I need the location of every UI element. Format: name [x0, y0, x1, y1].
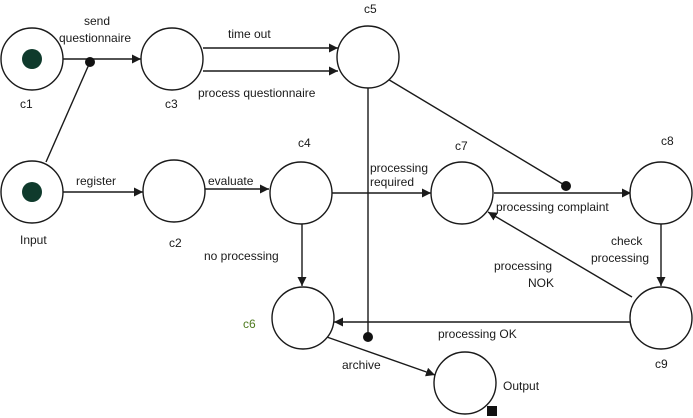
junction-dot-send-questionnaire — [85, 57, 95, 67]
transition-label-archive: archive — [342, 358, 381, 372]
edge-c9-c7 — [487, 211, 633, 298]
transition-label-check-processing-line1: check — [611, 234, 643, 248]
edge-input-send-questionnaire — [45, 61, 91, 163]
transition-label-processing-nok-line1: processing — [494, 259, 552, 273]
edge-c6-output — [323, 335, 436, 377]
place-c8[interactable] — [629, 161, 693, 225]
place-label-c2: c2 — [169, 236, 182, 250]
place-label-c9: c9 — [655, 357, 668, 371]
token-input — [22, 182, 42, 202]
output-end-marker — [487, 406, 497, 416]
place-output[interactable] — [433, 351, 497, 416]
transition-label-processing-required-line2: required — [370, 175, 414, 189]
place-c1[interactable] — [0, 27, 64, 91]
place-c4[interactable] — [269, 161, 333, 225]
place-label-c7: c7 — [455, 139, 468, 153]
place-label-input: Input — [20, 233, 47, 247]
transition-label-processing-complaint: processing complaint — [496, 200, 609, 214]
place-c7[interactable] — [430, 161, 494, 225]
edge-c5-processing-complaint — [385, 77, 567, 187]
transition-label-send-line2: questionnaire — [59, 31, 131, 45]
junction-dot-archive — [363, 332, 373, 342]
place-labels: c1 Input c3 c2 c5 c4 c6 c7 c8 c9 Output — [20, 2, 674, 393]
place-c9[interactable] — [629, 286, 693, 350]
place-label-c6: c6 — [243, 317, 256, 331]
place-c2[interactable] — [142, 159, 206, 223]
junction-dot-processing-complaint — [561, 181, 571, 191]
place-label-output: Output — [503, 379, 540, 393]
transition-labels: send questionnaire register time out pro… — [59, 14, 649, 372]
transition-label-processing-ok: processing OK — [438, 327, 517, 341]
transition-label-send-line1: send — [84, 14, 110, 28]
transition-label-register: register — [76, 174, 116, 188]
token-c1 — [22, 49, 42, 69]
place-label-c8: c8 — [661, 134, 674, 148]
place-c3[interactable] — [140, 27, 204, 91]
junction-dots — [85, 57, 571, 342]
place-label-c3: c3 — [165, 97, 178, 111]
place-c6[interactable] — [271, 286, 335, 350]
place-c5[interactable] — [336, 25, 400, 89]
transition-label-processing-nok-line2: NOK — [528, 276, 554, 290]
transition-label-time-out: time out — [228, 27, 271, 41]
transition-label-evaluate: evaluate — [208, 174, 254, 188]
transition-label-check-processing-line2: processing — [591, 251, 649, 265]
place-label-c1: c1 — [20, 97, 33, 111]
place-input[interactable] — [0, 160, 64, 224]
transition-label-no-processing: no processing — [204, 249, 279, 263]
transition-label-processing-required-line1: processing — [370, 161, 428, 175]
place-label-c5: c5 — [364, 2, 377, 16]
place-label-c4: c4 — [298, 136, 311, 150]
transition-label-process-questionnaire: process questionnaire — [198, 86, 316, 100]
edges — [45, 43, 666, 377]
